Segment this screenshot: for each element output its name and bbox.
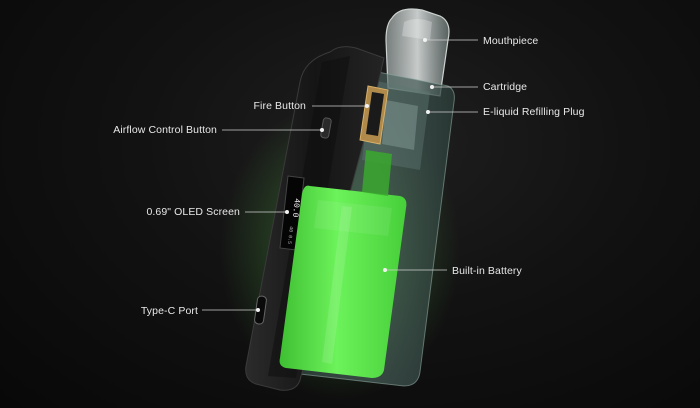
callout-dot-icon <box>430 85 434 89</box>
label-oled-screen: 0.69" OLED Screen <box>146 206 240 218</box>
label-fire-button: Fire Button <box>253 100 306 112</box>
label-battery: Built-in Battery <box>452 265 522 277</box>
type-c-port <box>254 295 267 325</box>
callout-dot-icon <box>320 128 324 132</box>
mouthpiece <box>385 8 450 97</box>
built-in-battery <box>279 150 407 378</box>
label-eliquid-plug: E-liquid Refilling Plug <box>483 106 585 118</box>
callout-dot-icon <box>365 104 369 108</box>
callout-dot-icon <box>256 308 260 312</box>
label-typec-port: Type-C Port <box>140 305 198 317</box>
callout-dot-icon <box>285 210 289 214</box>
label-cartridge: Cartridge <box>483 81 528 93</box>
label-mouthpiece: Mouthpiece <box>483 35 539 47</box>
callout-lines <box>202 39 478 311</box>
callout-dot-icon <box>426 110 430 114</box>
airflow-control-button <box>320 117 332 139</box>
label-airflow-button: Airflow Control Button <box>113 124 217 136</box>
fire-button <box>359 85 389 145</box>
callout-dot-icon <box>423 38 427 42</box>
callout-dot-icon <box>383 268 387 272</box>
oled-watts: 40.0 <box>290 198 301 218</box>
callout-dots <box>256 38 434 312</box>
oled-extra: 40 0.5 <box>286 226 294 245</box>
